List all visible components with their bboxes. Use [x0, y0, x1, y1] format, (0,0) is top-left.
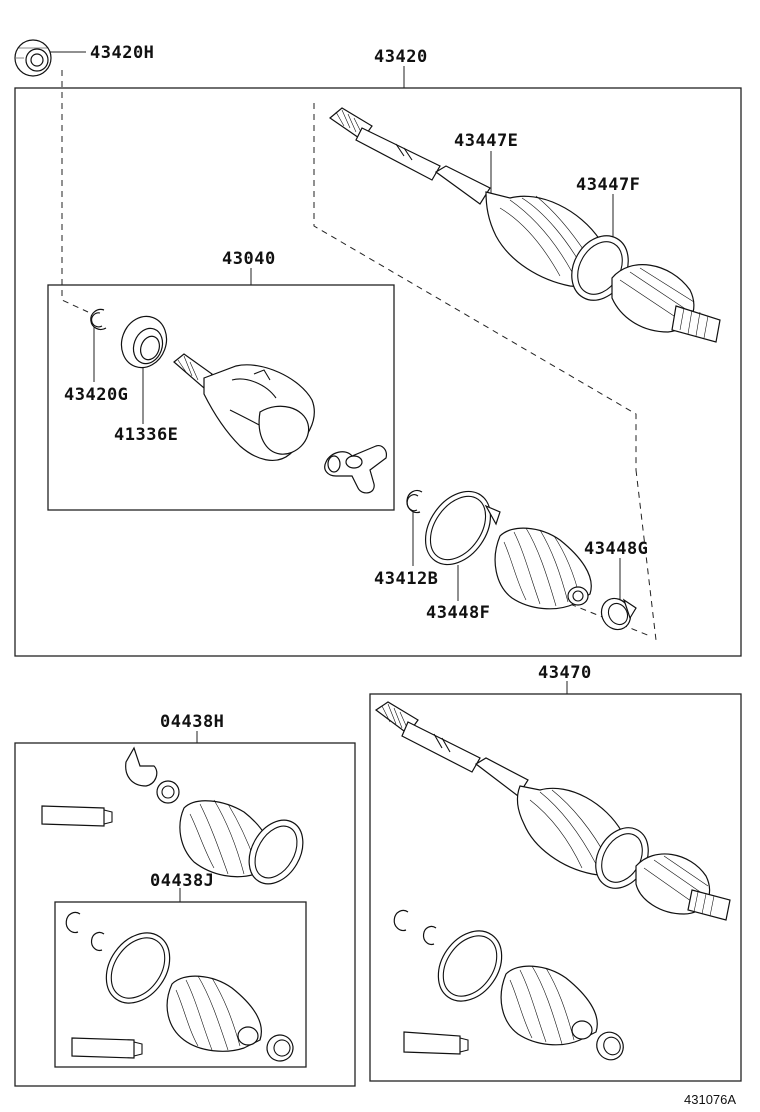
leader-lines [46, 51, 621, 902]
boot-kit-04438J-icon [65, 911, 294, 1062]
label-43448G: 43448G [584, 539, 648, 559]
label-43040: 43040 [222, 249, 276, 269]
clamp-43448F-icon [424, 490, 501, 566]
label-43447E: 43447E [454, 131, 518, 151]
label-43420: 43420 [374, 47, 428, 67]
seal-41336E-icon [120, 315, 168, 369]
clamp-43448G-icon [600, 597, 637, 631]
drive-shaft-upper-icon [329, 107, 721, 343]
assembly-frame-43040 [47, 284, 395, 511]
inboard-joint-housing-icon [173, 353, 315, 462]
diagram-id: 431076A [684, 1092, 736, 1107]
oil-seal-43420H-icon [14, 39, 52, 77]
label-43447F: 43447F [576, 175, 640, 195]
tripod-joint-icon [324, 445, 387, 494]
drive-shaft-lower-icon [374, 701, 731, 1061]
label-43420H: 43420H [90, 43, 154, 63]
snap-ring-43420G-icon [90, 308, 107, 331]
label-43420G: 43420G [64, 385, 128, 405]
label-04438H: 04438H [160, 712, 224, 732]
label-43412B: 43412B [374, 569, 438, 589]
label-43448F: 43448F [426, 603, 490, 623]
label-43470: 43470 [538, 663, 592, 683]
label-04438J: 04438J [150, 871, 214, 891]
snap-ring-43412B-icon [406, 489, 423, 514]
label-41336E: 41336E [114, 425, 178, 445]
assembly-frame-43470 [369, 693, 742, 1082]
boot-kit-04438H-icon [41, 746, 304, 885]
inner-boot-icon [494, 527, 592, 610]
kit-frame-04438H [14, 742, 356, 1087]
assembly-frame-43420 [14, 87, 742, 657]
